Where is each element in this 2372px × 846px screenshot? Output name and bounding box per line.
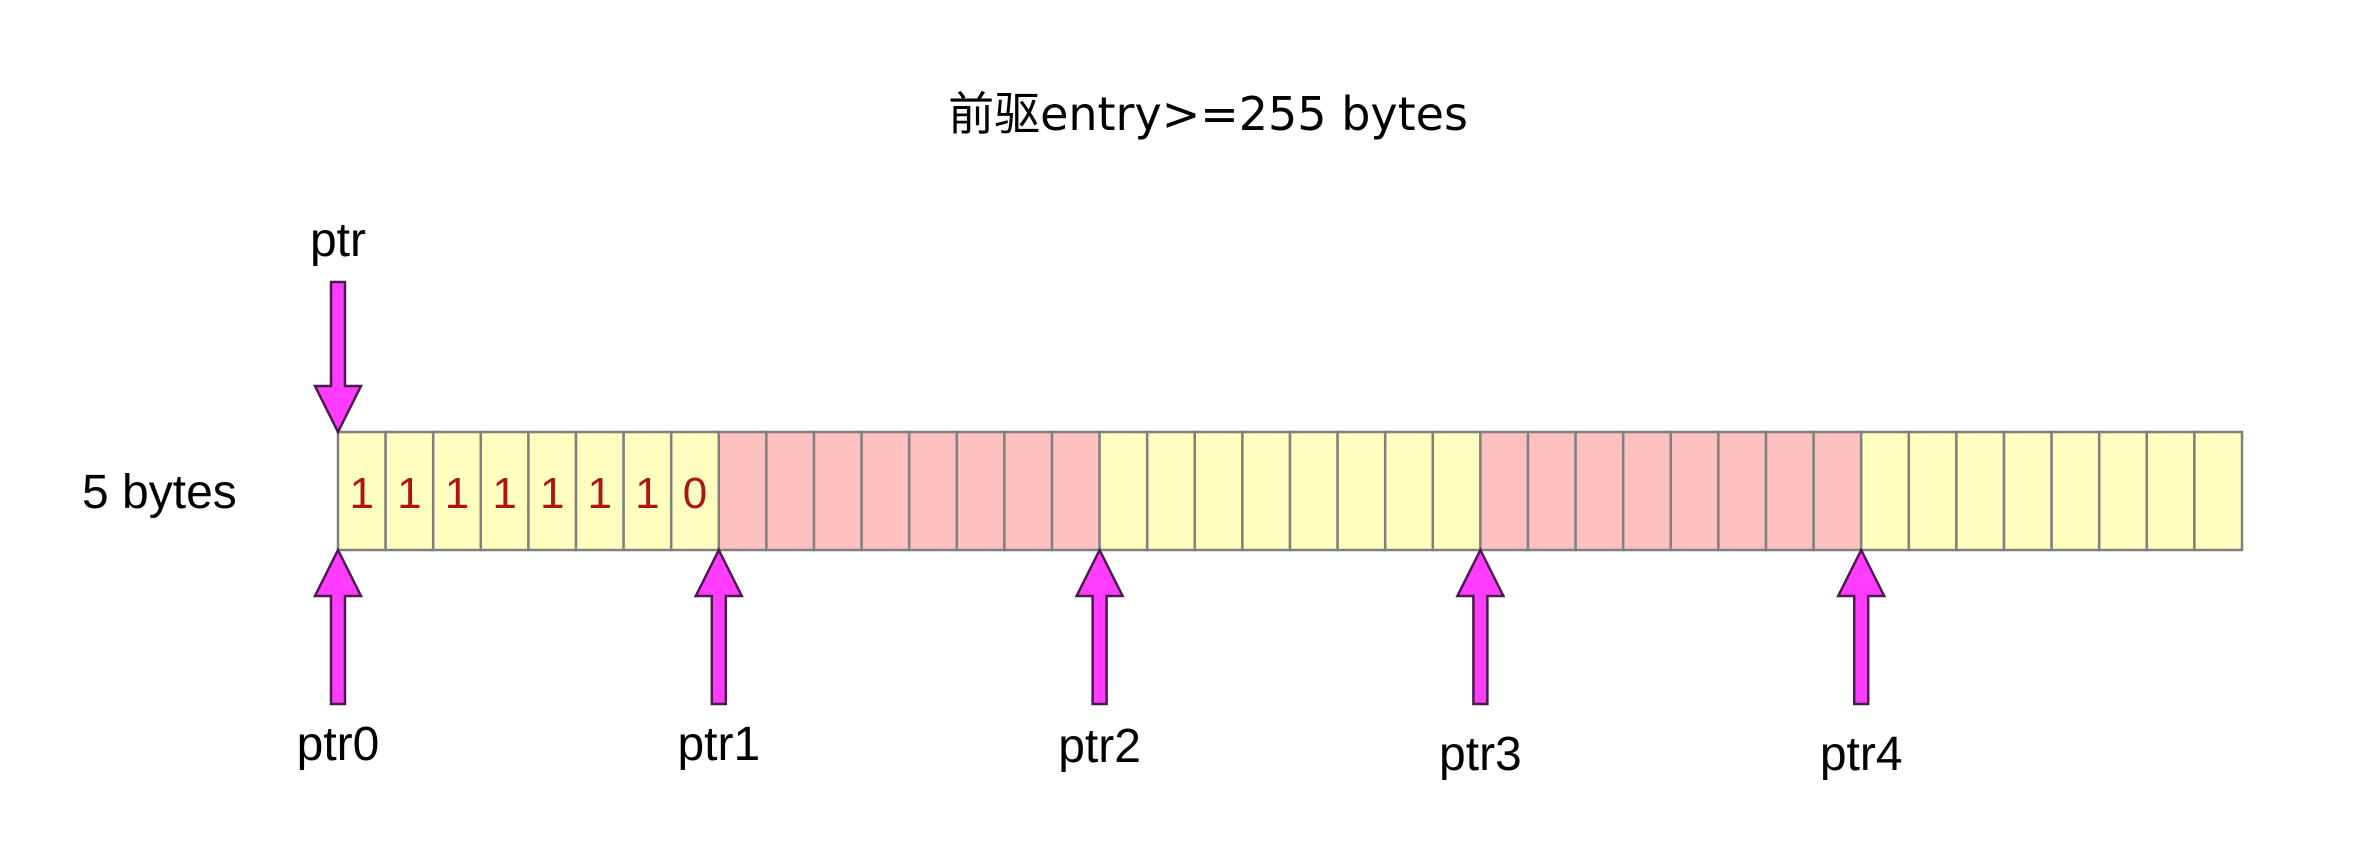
bit-cell (860, 430, 911, 552)
bit-cell (1621, 430, 1673, 552)
bit-cell (907, 430, 959, 552)
ptr1-label: ptr1 (677, 718, 760, 771)
bit-cell (669, 430, 721, 552)
bit-cell (2193, 430, 2244, 552)
bit-cell (527, 430, 578, 552)
ptr-arrow (312, 280, 364, 435)
bit-value: 1 (350, 469, 374, 518)
pointer-ptr4: ptr4 (1820, 547, 1903, 781)
bit-cell (1669, 430, 1720, 552)
bit-cell (1574, 430, 1625, 552)
bit-cell (431, 430, 483, 552)
bit-cell (1098, 430, 1149, 552)
bit-cell (1193, 430, 1244, 552)
pointer-ptr0: ptr0 (297, 547, 380, 771)
bit-cell (955, 430, 1006, 552)
ptr1-arrow (693, 547, 744, 706)
bit-cell (1050, 430, 1101, 552)
bit-cell (717, 430, 768, 552)
bit-cell (1145, 430, 1197, 552)
bit-value: 1 (492, 469, 516, 518)
ptr4-label: ptr4 (1820, 728, 1903, 781)
bit-cell (384, 430, 435, 552)
bit-cell (1288, 430, 1339, 552)
bit-cell (1003, 430, 1054, 552)
diagram-title: 前驱entry>=255 bytes (948, 87, 1468, 141)
bit-cell (2097, 430, 2149, 552)
bit-value: 1 (397, 469, 421, 518)
bit-cell (1812, 430, 1863, 552)
row-label: 5 bytes (82, 466, 237, 519)
bit-cell (1526, 430, 1577, 552)
ptr0-arrow (312, 547, 364, 706)
ptr4-arrow (1836, 547, 1887, 706)
bit-cell (1431, 430, 1482, 552)
bit-cell (765, 430, 816, 552)
ptr3-arrow (1455, 547, 1506, 706)
bit-cell (1859, 430, 1911, 552)
pointer-ptr2: ptr2 (1058, 547, 1141, 773)
bit-cell (574, 430, 625, 552)
ptr3-label: ptr3 (1439, 728, 1522, 781)
ptr0-label: ptr0 (297, 718, 380, 771)
top-pointer: ptr (310, 214, 366, 435)
bit-cell (1907, 430, 1958, 552)
bit-cell (2002, 430, 2053, 552)
bit-cell (622, 430, 673, 552)
bit-cell (812, 430, 863, 552)
ptr2-arrow (1074, 547, 1125, 706)
bit-cell (1955, 430, 2006, 552)
ptr2-label: ptr2 (1058, 720, 1141, 773)
bit-cell (1241, 430, 1292, 552)
bit-cell (2145, 430, 2196, 552)
bit-value: 1 (445, 469, 469, 518)
bit-cell (1383, 430, 1435, 552)
bottom-pointers: ptr0 ptr1 ptr2 ptr3 ptr4 (297, 547, 1903, 781)
bit-cell (1479, 430, 1530, 552)
ptr-label: ptr (310, 214, 366, 267)
pointer-ptr1: ptr1 (677, 547, 760, 771)
bit-cell (1717, 430, 1768, 552)
memory-cells (336, 430, 2244, 552)
bit-cell (2050, 430, 2101, 552)
bit-value: 1 (540, 469, 564, 518)
bit-cell (336, 430, 387, 552)
bit-value: 1 (588, 469, 612, 518)
bit-cell (1764, 430, 1815, 552)
bit-value: 1 (635, 469, 659, 518)
pointer-ptr3: ptr3 (1439, 547, 1522, 781)
bit-cell (1336, 430, 1387, 552)
bit-value: 0 (683, 469, 707, 518)
